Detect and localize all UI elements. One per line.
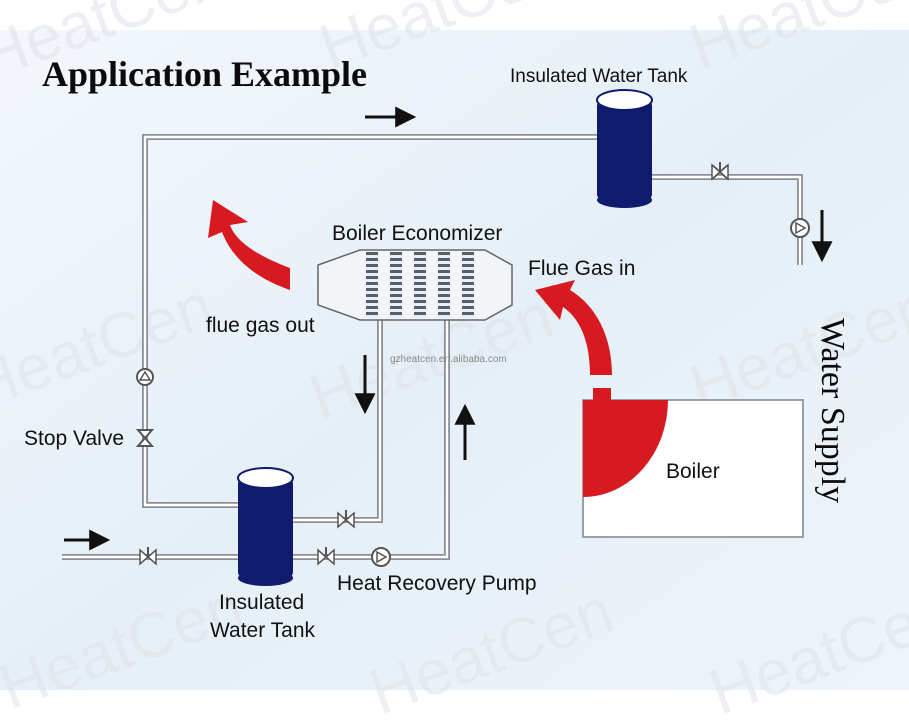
valve-icon [317, 547, 335, 566]
top-insulated-tank [596, 89, 653, 208]
water-supply-label: Water Supply [814, 318, 851, 503]
flow-arrows [64, 106, 833, 551]
stop-valve-label: Stop Valve [24, 427, 124, 450]
source-url-text: gzheatcen.en.alibaba.com [390, 354, 507, 365]
valve-icon [139, 547, 157, 566]
stop-valve-icon [135, 429, 155, 447]
pump-label: Heat Recovery Pump [337, 572, 537, 595]
pump-icon [790, 218, 810, 238]
bottom-tank-label-line1: Insulated [219, 591, 304, 614]
top-tank-label: Insulated Water Tank [510, 66, 688, 87]
flue-gas-in-label: Flue Gas in [528, 257, 635, 280]
boiler-economizer [317, 249, 513, 321]
valve-icon [711, 162, 729, 181]
valve-icon [337, 510, 355, 529]
flue-gas-out-arrow [208, 200, 290, 290]
pump-icon [136, 368, 154, 386]
page-title: Application Example [42, 54, 367, 94]
economizer-label: Boiler Economizer [332, 222, 502, 245]
flue-gas-out-label: flue gas out [206, 314, 315, 337]
heat-recovery-pump-icon [371, 547, 391, 567]
boiler [582, 388, 804, 538]
bottom-insulated-tank [237, 467, 294, 586]
boiler-label: Boiler [666, 460, 720, 483]
bottom-tank-label-line2: Water Tank [210, 619, 316, 642]
flue-gas-in-arrow [535, 280, 612, 375]
